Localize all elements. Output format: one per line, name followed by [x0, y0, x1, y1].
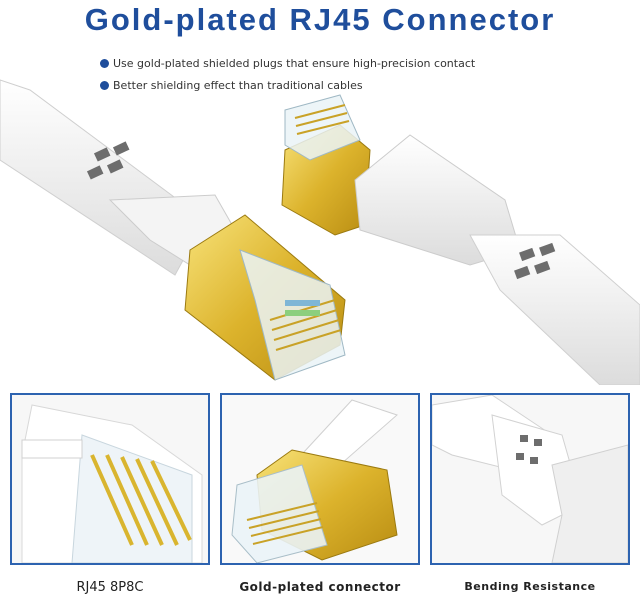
right-connector	[281, 94, 371, 236]
rj45-closeup-image	[12, 395, 208, 563]
right-cable	[354, 134, 640, 385]
page-title: Gold-plated RJ45 Connector	[84, 2, 556, 37]
bullet-dot-icon	[100, 80, 109, 90]
bending-cable-image	[432, 395, 628, 563]
caption-gold-plated: Gold-plated connector	[239, 580, 401, 594]
left-connector	[184, 214, 346, 381]
caption-rj45: RJ45 8P8C	[76, 580, 144, 595]
gold-connector-image	[222, 395, 418, 563]
panel-bending-resistance	[430, 393, 630, 565]
feature-item: Use gold-plated shielded plugs that ensu…	[100, 52, 475, 74]
feature-text: Better shielding effect than traditional…	[113, 78, 363, 92]
panel-gold-connector	[220, 393, 420, 565]
caption-bending: Bending Resistance	[464, 580, 596, 593]
feature-list: Use gold-plated shielded plugs that ensu…	[100, 52, 475, 96]
feature-item: Better shielding effect than traditional…	[100, 74, 475, 96]
feature-text: Use gold-plated shielded plugs that ensu…	[113, 56, 476, 70]
hero-connector-image	[0, 79, 640, 385]
bullet-dot-icon	[100, 58, 109, 68]
panel-rj45-closeup	[10, 393, 210, 565]
